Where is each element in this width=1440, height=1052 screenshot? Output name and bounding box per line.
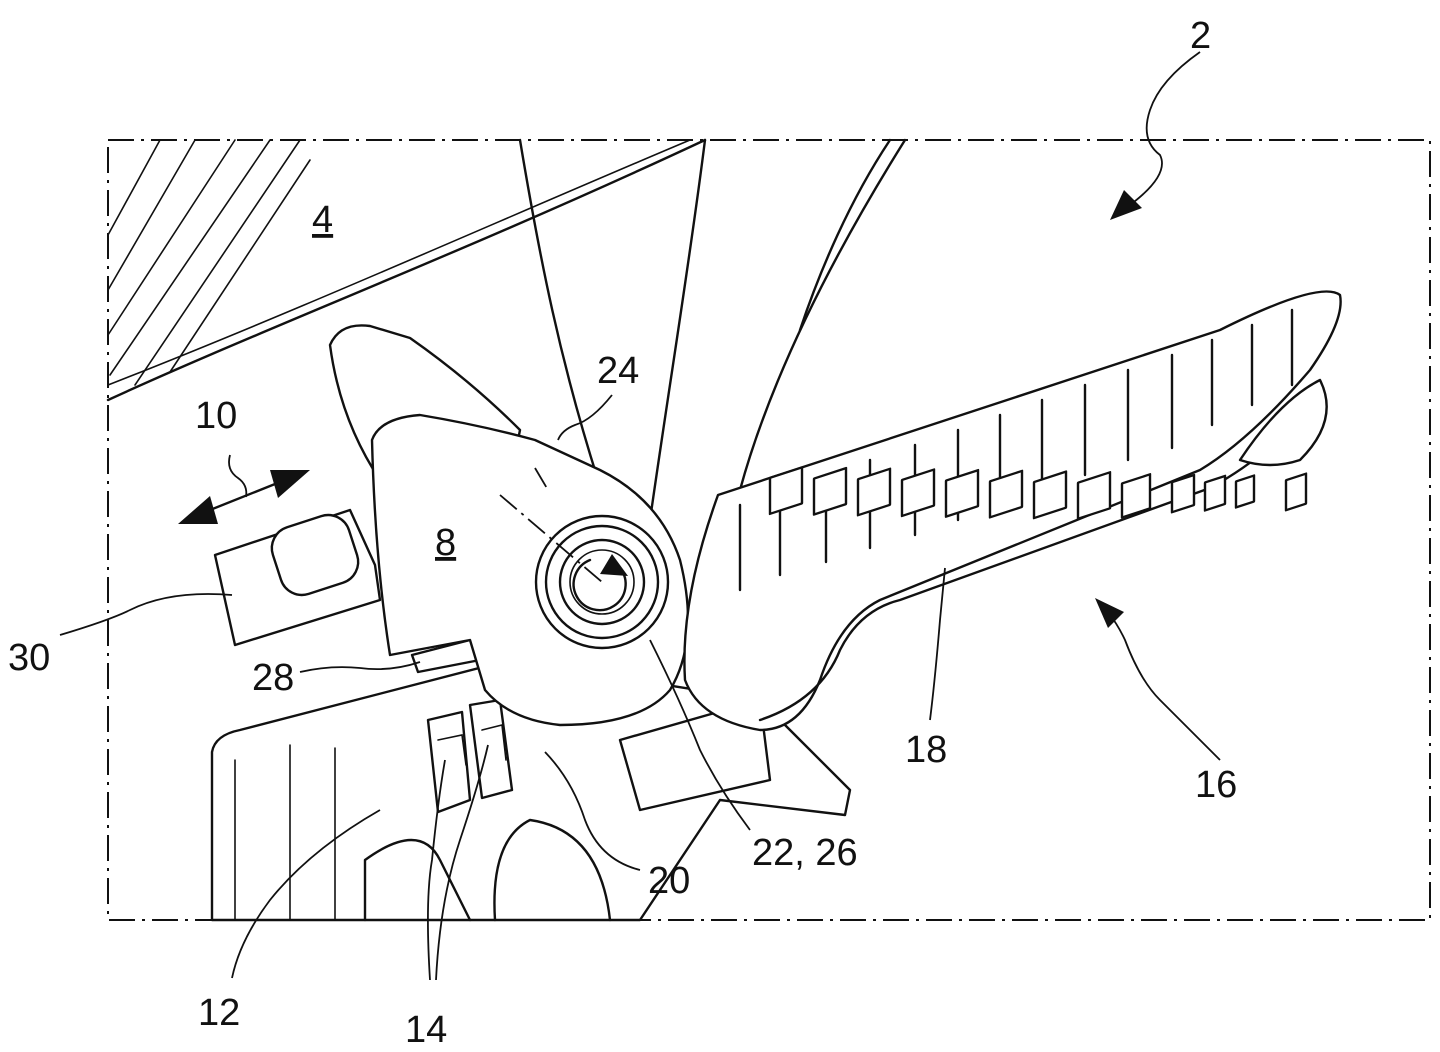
background-part-4-outline: [106, 138, 907, 522]
ref-20: 20: [648, 860, 690, 902]
ref-30: 30: [8, 637, 50, 679]
pivot-axis-24: [499, 494, 603, 583]
ref-22-26: 22, 26: [752, 832, 858, 874]
detail-frame: [107, 139, 1431, 921]
pedal-ribs: [738, 308, 1294, 592]
ref-12: 12: [198, 992, 240, 1034]
hatching-lines: [107, 139, 311, 386]
ref-24: 24: [597, 350, 639, 392]
ref-28: 28: [252, 657, 294, 699]
ref-2: 2: [1190, 15, 1211, 57]
ref-4: 4: [312, 199, 333, 241]
slider-pin: [270, 513, 360, 597]
ref-8: 8: [435, 522, 456, 564]
leader-lines: [59, 51, 1221, 981]
ref-10: 10: [195, 395, 237, 437]
pedal-tread-blocks: [768, 466, 1308, 520]
pivot-bearing-22-26: [534, 514, 670, 650]
ref-14: 14: [405, 1009, 447, 1051]
ref-18: 18: [905, 729, 947, 771]
direction-arrow-10: [178, 470, 310, 524]
ref-16: 16: [1195, 764, 1237, 806]
